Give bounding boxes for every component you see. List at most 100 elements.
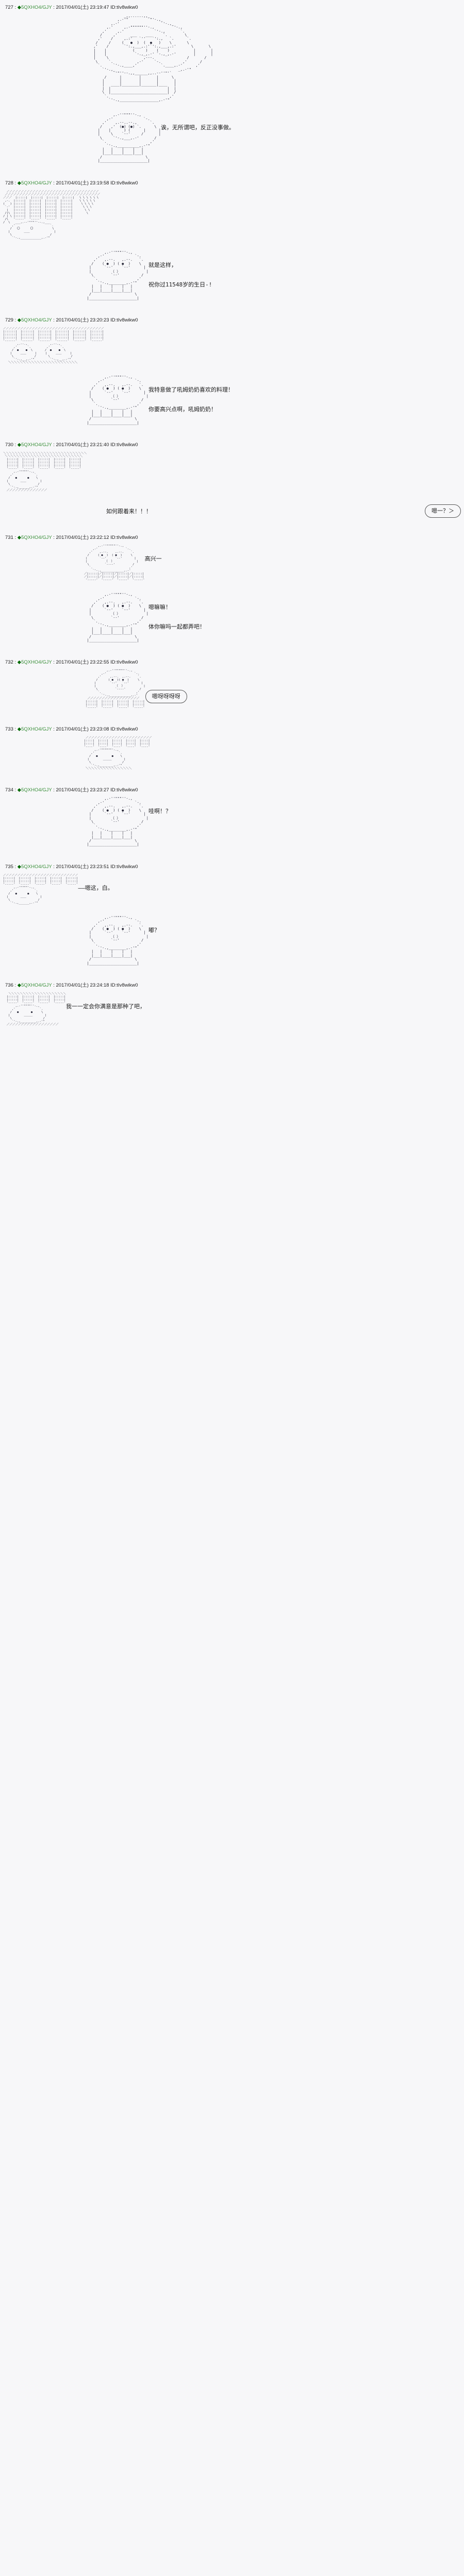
post-date: 2017/04/01(土) 23:19:47 [56,5,109,10]
post-header-separator: : [13,726,18,733]
post-user-id: ID:tIv8wikw0 [110,863,138,870]
post-date: 2017/04/01(土) 23:23:08 [56,726,109,733]
post-header-727: 727 : ◆5QXHO4/GJY : 2017/04/01(土) 23:19:… [3,3,461,12]
post-author-name[interactable]: 5QXHO4/GJY [21,787,52,793]
post-header-separator: : [13,982,18,989]
post-header-732: 732 : ◆5QXHO4/GJY : 2017/04/01(土) 23:22:… [3,658,461,667]
post-date: 2017/04/01(土) 23:20:23 [56,317,109,323]
post-number[interactable]: 731 [5,535,13,541]
post-header-separator-2: : [52,535,56,541]
speech-balloon: 嗯呀呀呀呀 [145,690,187,704]
post-number[interactable]: 733 [5,726,13,733]
post-body-730: ＼＼＼＼＼＼＼＼＼＼＼＼＼＼＼＼＼＼＼＼＼＼＼＼＼＼＼＼＼ ＼＼＼＼＼＼＼＼＼＼… [3,450,461,520]
trip-diamond-icon: ◆ [17,317,22,323]
post-author-name[interactable]: 5QXHO4/GJY [21,442,52,448]
ascii-art: ,.-''"""''-., ,-' `-. ,' ,.--. ,.--. `. … [87,250,149,300]
ascii-art: ＼＼＼＼＼＼＼＼＼＼＼＼＼＼＼＼＼＼＼＼ |:::::| |:::::| |::… [6,992,66,1027]
trip-diamond-icon: ◆ [17,863,22,870]
post-header-733: 733 : ◆5QXHO4/GJY : 2017/04/01(土) 23:23:… [3,725,461,734]
post-number[interactable]: 727 [5,5,13,10]
post-date: 2017/04/01(土) 23:23:51 [56,863,109,870]
post-body-735: ／／／／／／／／／／／／／／／／／／／／／／／／／／ |:::::| |::::… [3,872,461,968]
post-body-729: ／／／／／／／／／／／／／／／／／／／／／／／／／／／／／／／／／／／ |:::… [3,325,461,427]
post-number[interactable]: 730 [5,442,13,448]
dialogue-text: 嗯嘛嘛！ 体你嘛吗一起都弄吧！ [148,604,206,631]
post-735: 735 : ◆5QXHO4/GJY : 2017/04/01(土) 23:23:… [3,862,461,968]
post-number[interactable]: 734 [5,787,13,793]
trip-diamond-icon: ◆ [17,787,22,793]
ascii-art: ,.-''"""''-., ,-' `-. ,' ,.--. ,.--. `. … [87,375,149,425]
trip-diamond-icon: ◆ [17,982,22,989]
ascii-art: ＼＼＼＼＼＼＼＼＼＼＼＼＼＼＼＼＼＼＼＼＼＼＼＼＼＼＼＼＼ ＼＼＼＼＼＼＼＼＼＼… [3,452,87,493]
post-730: 730 : ◆5QXHO4/GJY : 2017/04/01(土) 23:21:… [3,440,461,520]
ascii-art: ／／／／／／／／／／／／／／／／／／／／／／／／／／／／／／／／ ／／／／／／／… [3,190,100,240]
post-header-separator: : [13,659,18,666]
post-header-separator-2: : [52,317,56,323]
trip-diamond-icon: ◆ [17,535,22,541]
trip-diamond-icon: ◆ [17,180,22,186]
post-header-separator: : [13,863,18,870]
post-header-separator: : [13,317,18,323]
post-number[interactable]: 736 [5,982,13,989]
post-user-id: ID:tIv8wikw0 [110,726,138,733]
post-header-separator-2: : [52,787,56,793]
post-body-732: ,.-''"""""''-., ,-' `-. ,' ,.--. ,.--. `… [3,667,461,711]
dialogue-text: 嘟？ [148,926,160,934]
post-body-728: ／／／／／／／／／／／／／／／／／／／／／／／／／／／／／／／／ ／／／／／／／… [3,188,461,302]
post-author-name[interactable]: 5QXHO4/GJY [21,5,52,10]
post-731: 731 : ◆5QXHO4/GJY : 2017/04/01(土) 23:22:… [3,533,461,645]
post-user-id: ID:tIv8wikw0 [110,442,138,448]
post-author-name[interactable]: 5QXHO4/GJY [21,535,52,541]
ascii-art: ／／／／／／／／／／／／／／／／／／／／／／／／／／／／／／／／／／／ |:::… [3,327,104,364]
dialogue-text: 高兴一 [144,555,162,563]
ascii-art: ,.-''"""''-., ,-' `-. ,' ,.--..--., `. /… [97,113,161,163]
post-body-736: ＼＼＼＼＼＼＼＼＼＼＼＼＼＼＼＼＼＼＼＼ |:::::| |:::::| |::… [3,990,461,1028]
post-header-730: 730 : ◆5QXHO4/GJY : 2017/04/01(土) 23:21:… [3,440,461,450]
ascii-art: ,.-''"""""''-., ,-' `-. ,' ,.--. ,.--. `… [84,545,145,582]
post-number[interactable]: 729 [5,317,13,323]
post-author-name[interactable]: 5QXHO4/GJY [21,982,52,989]
post-user-id: ID:tIv8wikw0 [110,535,138,541]
post-header-separator-2: : [52,863,56,870]
post-header-separator: : [13,535,18,541]
post-header-separator-2: : [52,442,56,448]
trip-diamond-icon: ◆ [17,442,22,448]
post-728: 728 : ◆5QXHO4/GJY : 2017/04/01(土) 23:19:… [3,179,461,302]
post-header-separator-2: : [52,180,56,186]
post-736: 736 : ◆5QXHO4/GJY : 2017/04/01(土) 23:24:… [3,981,461,1028]
dialogue-text: 诶，无所谓吧，反正没事做。 [160,124,235,131]
post-author-name[interactable]: 5QXHO4/GJY [21,317,52,323]
post-727: 727 : ◆5QXHO4/GJY : 2017/04/01(土) 23:19:… [3,3,461,165]
dialogue-text: 我一一定会你满意是那种了吧， [65,1003,145,1010]
post-author-name[interactable]: 5QXHO4/GJY [21,726,52,733]
trip-diamond-icon: ◆ [17,5,22,10]
ascii-art: ,.-''"""''-., ,-' `-. ,' ,.--. ,.--. `. … [87,593,149,643]
ascii-art: ,.-''"""""''-., ,-' `-. ,' ,.--. ,.--. `… [86,669,145,710]
post-number[interactable]: 728 [5,180,13,186]
post-number[interactable]: 735 [5,863,13,870]
post-date: 2017/04/01(土) 23:23:27 [56,787,109,793]
post-body-727: _,,......,,_ ,.-'" `"'-.,_ ,.-' `'-.,_ ,… [3,12,461,165]
post-header-separator-2: : [52,982,56,989]
post-user-id: ID:tIv8wikw0 [110,180,138,186]
dialogue-text: ——嗯这，白。 [78,884,113,891]
post-body-733: ／／／／／／／／／／／／／／／／／／／／／／／ |::::| |::::| |:… [3,734,461,772]
post-header-734: 734 : ◆5QXHO4/GJY : 2017/04/01(土) 23:23:… [3,786,461,795]
post-author-name[interactable]: 5QXHO4/GJY [21,659,52,666]
post-user-id: ID:tIv8wikw0 [110,5,138,10]
post-header-728: 728 : ◆5QXHO4/GJY : 2017/04/01(土) 23:19:… [3,179,461,188]
dialogue-text: 我特意做了吼姆奶奶喜欢的料理！ 你要高兴点啊，吼姆奶奶！ [148,386,234,413]
post-date: 2017/04/01(土) 23:19:58 [56,180,109,186]
post-author-name[interactable]: 5QXHO4/GJY [21,180,52,186]
post-header-separator: : [13,442,18,448]
post-body-734: ,.-''"""''-., ,-' `-. ,' ,.--. ,.--. `. … [3,795,461,849]
post-header-separator-2: : [52,659,56,666]
post-user-id: ID:tIv8wikw0 [110,787,138,793]
post-date: 2017/04/01(土) 23:22:55 [56,659,109,666]
post-author-name[interactable]: 5QXHO4/GJY [21,863,52,870]
speech-balloon: 嗯一？＞ [425,504,461,518]
ascii-art: ／／／／／／／／／／／／／／／／／／／／／／／／／／ |:::::| |::::… [3,873,78,905]
post-number[interactable]: 732 [5,659,13,666]
dialogue-text: 如何跟着来！！！ [106,508,152,515]
ascii-art: ,.-''"""''-., ,-' `-. ,' ,.--. ,.--. `. … [87,797,149,847]
